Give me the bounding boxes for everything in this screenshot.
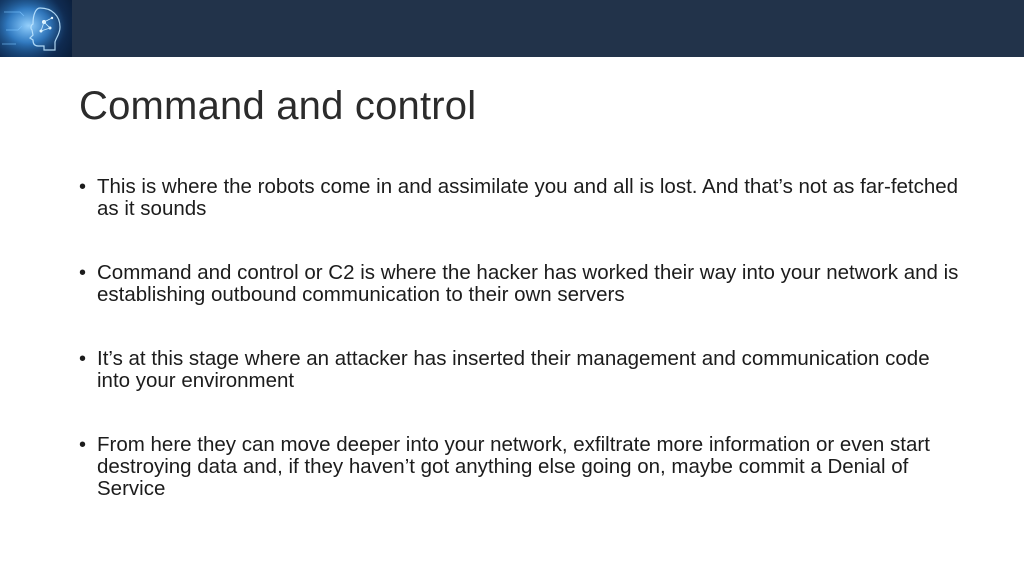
slide-title: Command and control bbox=[79, 84, 477, 128]
bullet-marker: • bbox=[79, 348, 87, 370]
bullet-marker: • bbox=[79, 434, 87, 456]
bullet-marker: • bbox=[79, 176, 87, 198]
bullet-text: It’s at this stage where an attacker has… bbox=[97, 347, 930, 392]
bullet-item: • It’s at this stage where an attacker h… bbox=[79, 348, 959, 392]
bullet-marker: • bbox=[79, 262, 87, 284]
bullet-list: • This is where the robots come in and a… bbox=[79, 176, 959, 500]
bullet-item: • This is where the robots come in and a… bbox=[79, 176, 959, 220]
bullet-item: • Command and control or C2 is where the… bbox=[79, 262, 959, 306]
bullet-text: Command and control or C2 is where the h… bbox=[97, 261, 959, 306]
bullet-text: From here they can move deeper into your… bbox=[97, 433, 930, 500]
bullet-item: • From here they can move deeper into yo… bbox=[79, 434, 959, 500]
header-bar bbox=[0, 0, 1024, 57]
ai-brain-image bbox=[0, 0, 72, 57]
bullet-text: This is where the robots come in and ass… bbox=[97, 175, 959, 220]
